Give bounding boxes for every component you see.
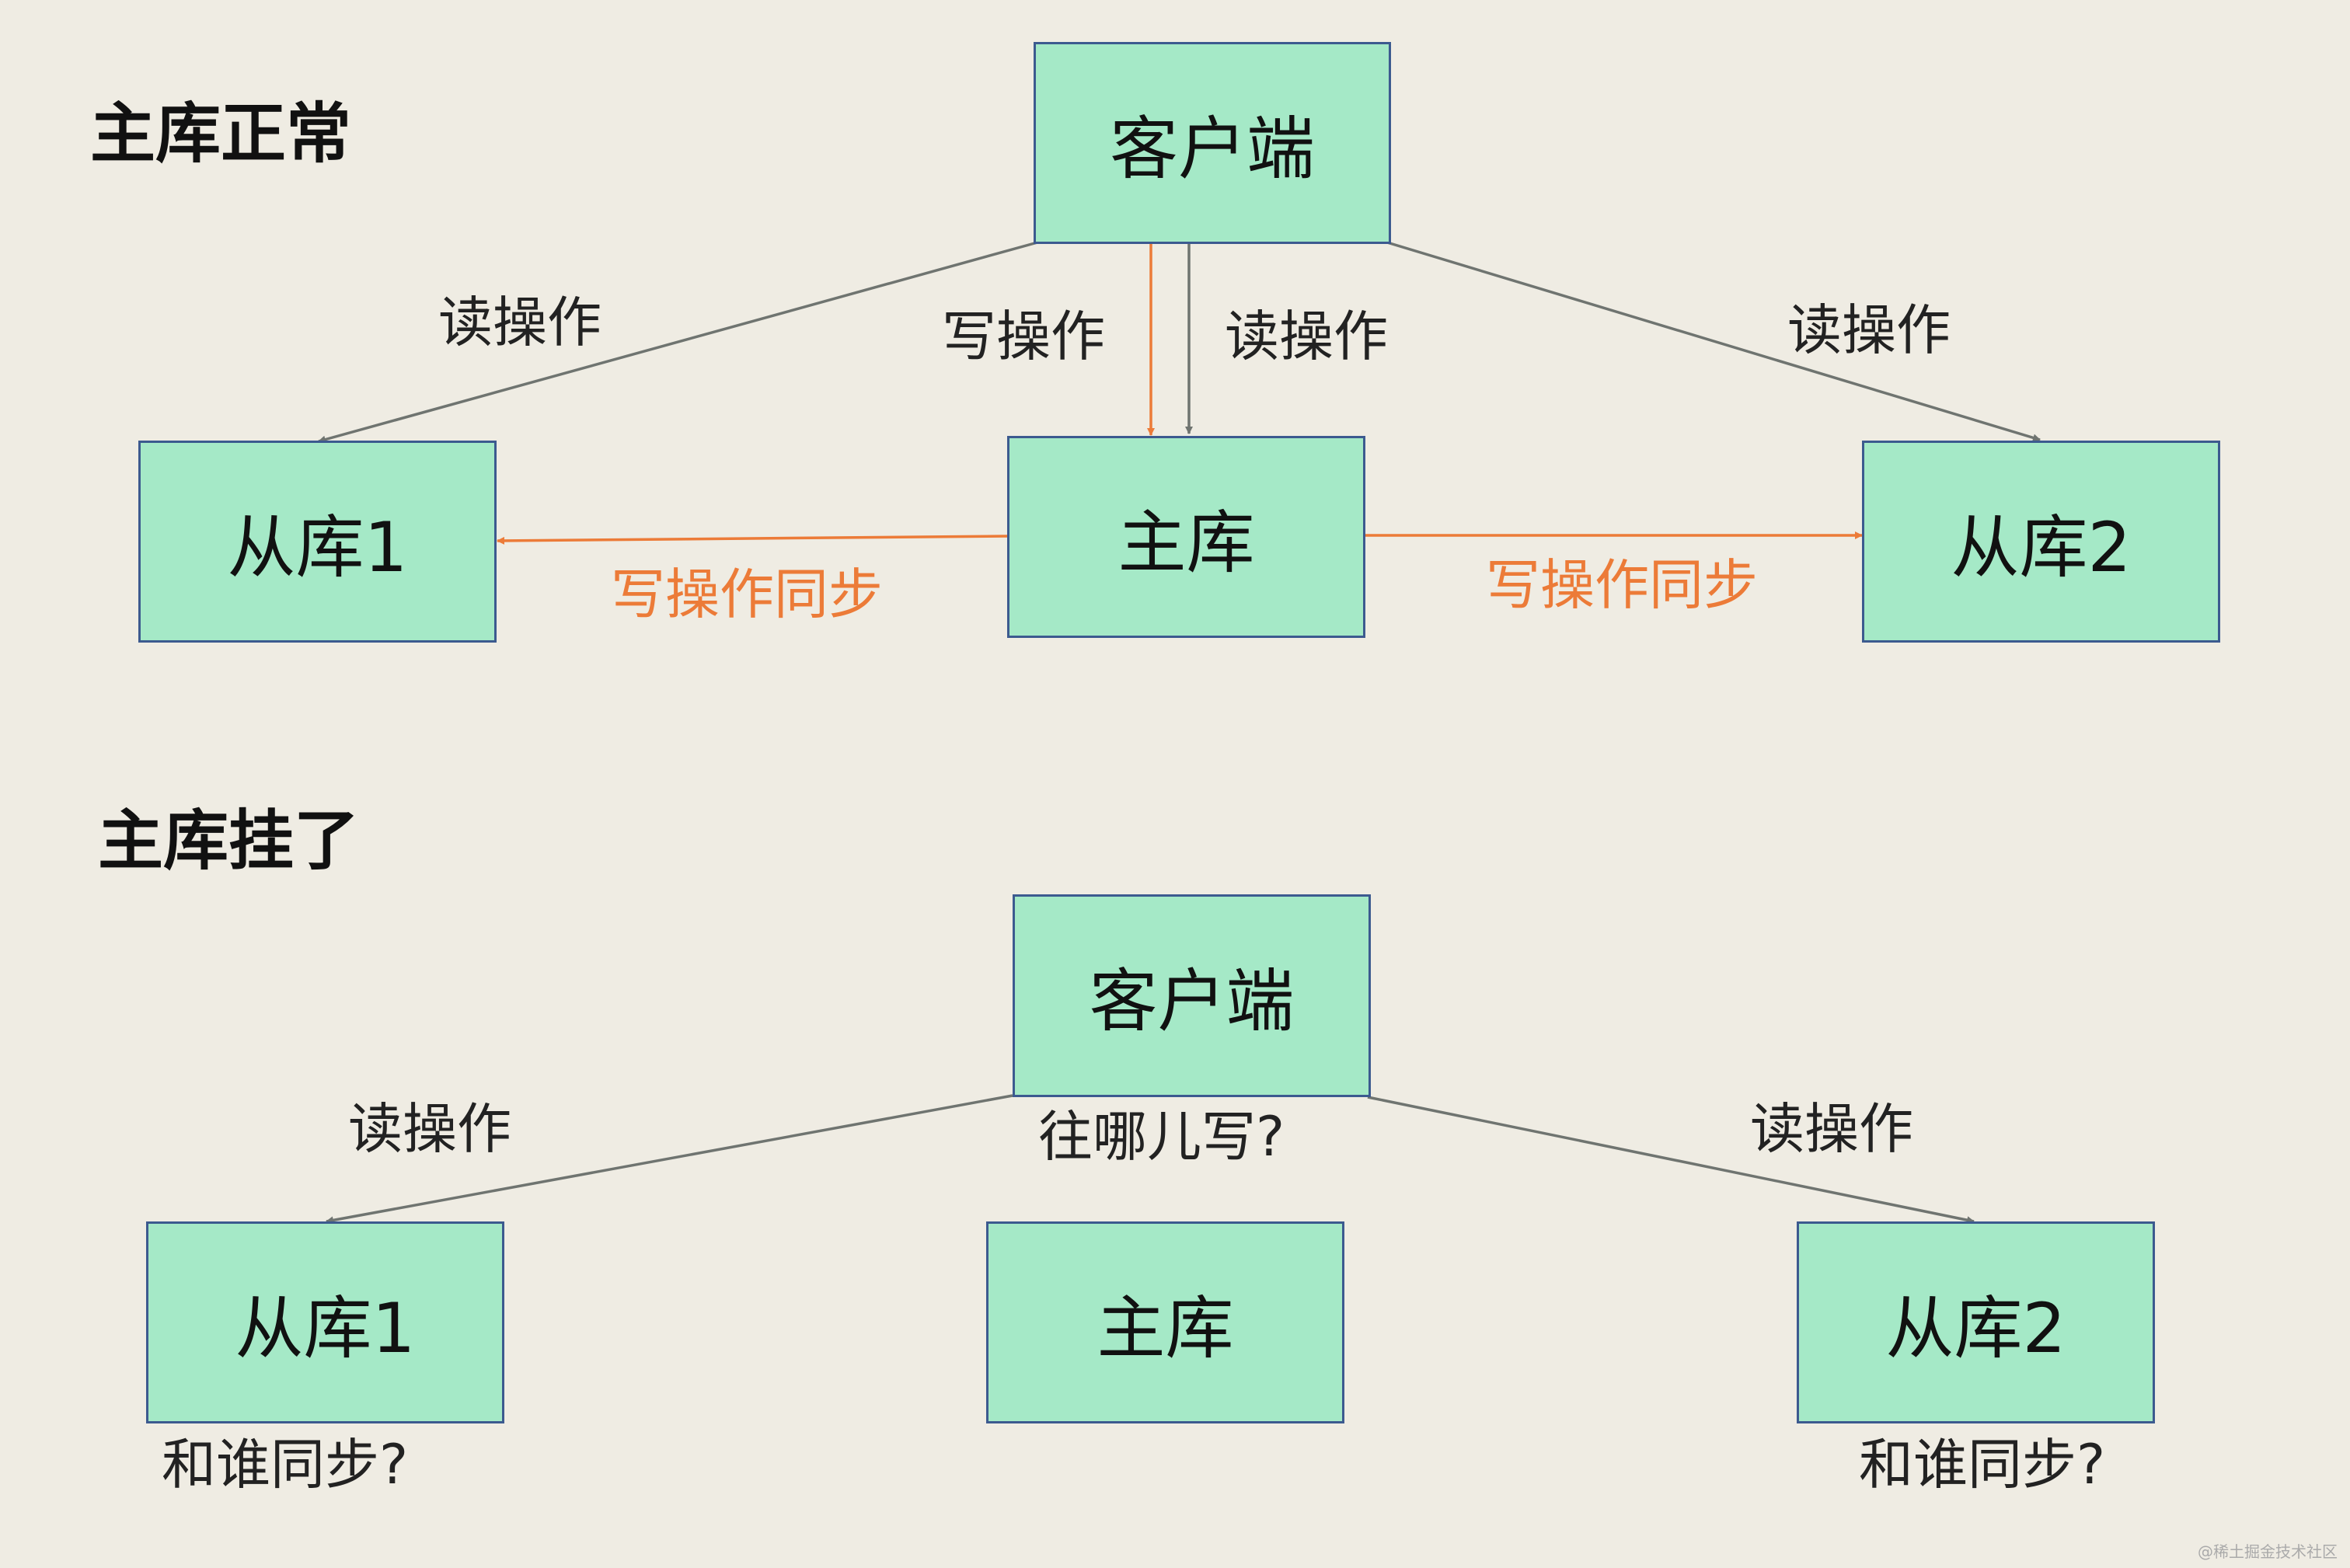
label-sync-left: 写操作同步	[611, 563, 883, 626]
client-label: 客户端	[1089, 961, 1295, 1041]
section-title-failed: 主库挂了	[98, 803, 360, 879]
master-node-failed: 主库	[986, 1221, 1344, 1423]
client-label: 客户端	[1109, 108, 1315, 189]
arrow-read-slave1-failed	[326, 1094, 1013, 1225]
slave1-label: 从库1	[227, 507, 408, 587]
master-node-normal: 主库	[1007, 436, 1365, 638]
arrow-read-slave1	[318, 241, 1038, 444]
client-node-failed: 客户端	[1013, 894, 1371, 1097]
arrow-sync-slave1	[497, 535, 1008, 545]
arrow-read-slave2	[1386, 241, 2041, 442]
slave2-node-failed: 从库2	[1797, 1221, 2155, 1423]
label-read-left: 读操作	[438, 291, 601, 354]
section-title-normal: 主库正常	[90, 96, 352, 172]
label-write-center: 写操作	[942, 305, 1105, 368]
label-read-right-failed: 读操作	[1750, 1097, 1913, 1161]
label-read-right: 读操作	[1787, 298, 1951, 362]
label-read-center: 读操作	[1225, 305, 1388, 368]
note-where-write: 往哪儿写?	[1038, 1105, 1285, 1169]
watermark: @稀土掘金技术社区	[2198, 1542, 2338, 1561]
slave2-label: 从库2	[1951, 507, 2132, 587]
label-read-left-failed: 读操作	[348, 1097, 511, 1161]
note-sync-left: 和谁同步?	[162, 1433, 409, 1497]
note-sync-right: 和谁同步?	[1859, 1433, 2106, 1497]
slave1-node-failed: 从库1	[146, 1221, 504, 1423]
slave2-node-normal: 从库2	[1862, 441, 2220, 643]
arrow-read-slave2-failed	[1367, 1096, 1975, 1225]
label-sync-right: 写操作同步	[1486, 553, 1758, 617]
slave2-label: 从库2	[1885, 1288, 2066, 1368]
client-node-normal: 客户端	[1034, 42, 1391, 244]
slave1-label: 从库1	[235, 1288, 416, 1368]
master-label: 主库	[1117, 502, 1255, 583]
slave1-node-normal: 从库1	[138, 441, 497, 643]
master-label: 主库	[1097, 1288, 1234, 1368]
